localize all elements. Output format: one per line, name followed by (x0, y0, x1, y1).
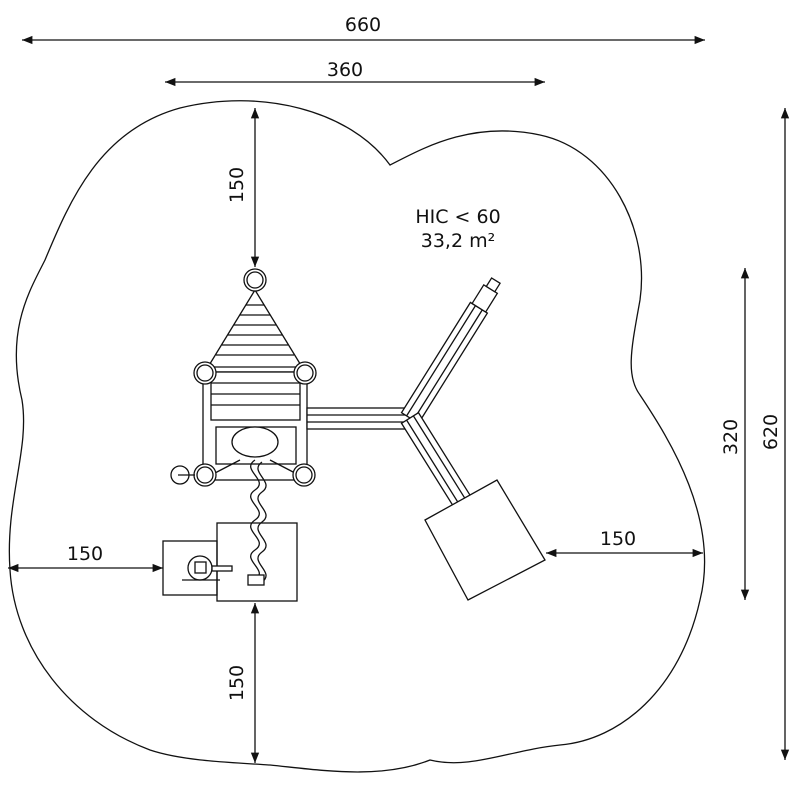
svg-text:320: 320 (720, 419, 742, 455)
landing-platform (424, 479, 546, 601)
svg-text:150: 150 (600, 528, 636, 550)
dim-top-clearance: 150 (226, 108, 260, 267)
dim-structure-width: 360 (164, 59, 545, 87)
dim-total-depth: 620 (760, 108, 790, 760)
svg-text:360: 360 (327, 59, 363, 81)
svg-text:620: 620 (760, 414, 782, 450)
svg-text:150: 150 (226, 167, 248, 203)
svg-text:150: 150 (226, 665, 248, 701)
safety-zone-outline (8, 100, 706, 773)
dim-right-clearance: 150 (546, 528, 703, 558)
dim-structure-depth: 320 (720, 268, 750, 600)
dim-total-width: 660 (22, 14, 705, 45)
dim-left-clearance: 150 (8, 543, 164, 573)
area-label: 33,2 m² (421, 230, 495, 252)
spiral-slide (162, 459, 298, 602)
hic-label: HIC < 60 (415, 206, 500, 228)
upper-slide (400, 277, 501, 425)
bridge (306, 407, 411, 430)
tower (170, 268, 317, 487)
dim-bottom-clearance: 150 (226, 603, 260, 763)
svg-text:660: 660 (345, 14, 381, 36)
svg-text:150: 150 (67, 543, 103, 565)
